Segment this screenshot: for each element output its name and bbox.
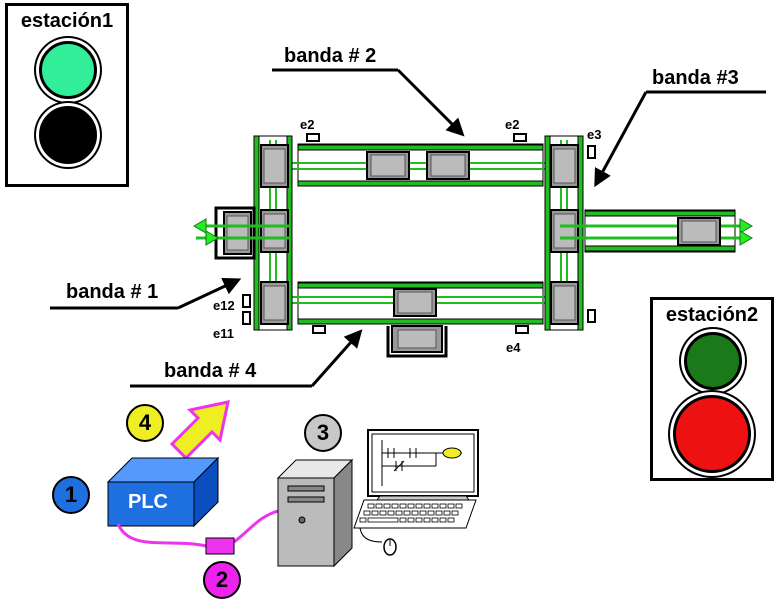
sensor-label-e2-left: e2 — [300, 117, 315, 132]
upload-arrow-icon — [169, 400, 230, 461]
band-1-belt — [253, 135, 293, 331]
station-2-green-lamp — [684, 332, 742, 390]
marker-4: 4 — [126, 404, 164, 442]
label-leaders — [50, 68, 766, 388]
package — [393, 288, 437, 317]
station-1-title: estación1 — [20, 10, 114, 32]
sensor-label-e12: e12 — [213, 298, 235, 313]
marker-3: 3 — [304, 414, 342, 452]
station-2-red-lamp — [673, 395, 751, 473]
computer-tower-icon — [276, 458, 354, 568]
sensor-label-e4: e4 — [506, 340, 521, 355]
station-1-black-lamp — [39, 106, 97, 164]
sensor-label-e3: e3 — [587, 127, 602, 142]
band-4-label: banda # 4 — [164, 360, 257, 382]
station-2-panel: estación2 — [650, 297, 774, 481]
sensor-e12-right — [587, 309, 596, 323]
station-1-green-lamp — [39, 41, 97, 99]
sensor-e2-left — [306, 133, 320, 142]
sensor-e4 — [515, 325, 529, 334]
plc-label: PLC — [128, 491, 168, 513]
package — [366, 151, 410, 180]
plc-unit — [106, 456, 220, 528]
marker-1: 1 — [52, 476, 90, 514]
package — [223, 211, 252, 255]
right-output-stub — [560, 209, 753, 253]
sensor-label-e11: e11 — [213, 326, 234, 341]
package — [260, 144, 289, 188]
marker-2: 2 — [203, 561, 241, 599]
sensor-e2-right — [513, 133, 527, 142]
sensor-bottom-left — [312, 325, 326, 334]
sensor-e3 — [587, 145, 596, 159]
band-2-belt — [260, 143, 580, 187]
sensor-label-e2-right: e2 — [505, 117, 520, 132]
package — [677, 217, 721, 246]
station-2-title: estación2 — [665, 304, 759, 326]
package — [550, 144, 579, 188]
band-2-label: banda # 2 — [284, 45, 377, 67]
sensor-e11 — [242, 311, 251, 325]
sensor-e12 — [242, 294, 251, 308]
sensor-markers — [242, 133, 596, 334]
package — [550, 281, 579, 325]
band-3-belt — [544, 135, 584, 331]
package — [260, 281, 289, 325]
package — [550, 209, 579, 253]
band-4-belt — [260, 281, 580, 325]
package — [426, 151, 470, 180]
band-3-label: banda #3 — [652, 67, 739, 89]
package — [260, 209, 289, 253]
keyboard-icon — [353, 499, 477, 529]
mouse-icon — [359, 527, 397, 556]
left-input-stub — [193, 206, 290, 260]
bottom-chute — [386, 325, 448, 358]
band-1-label: banda # 1 — [66, 281, 159, 303]
monitor-ladder-diagram — [367, 429, 479, 505]
station-1-panel: estación1 — [5, 3, 129, 187]
